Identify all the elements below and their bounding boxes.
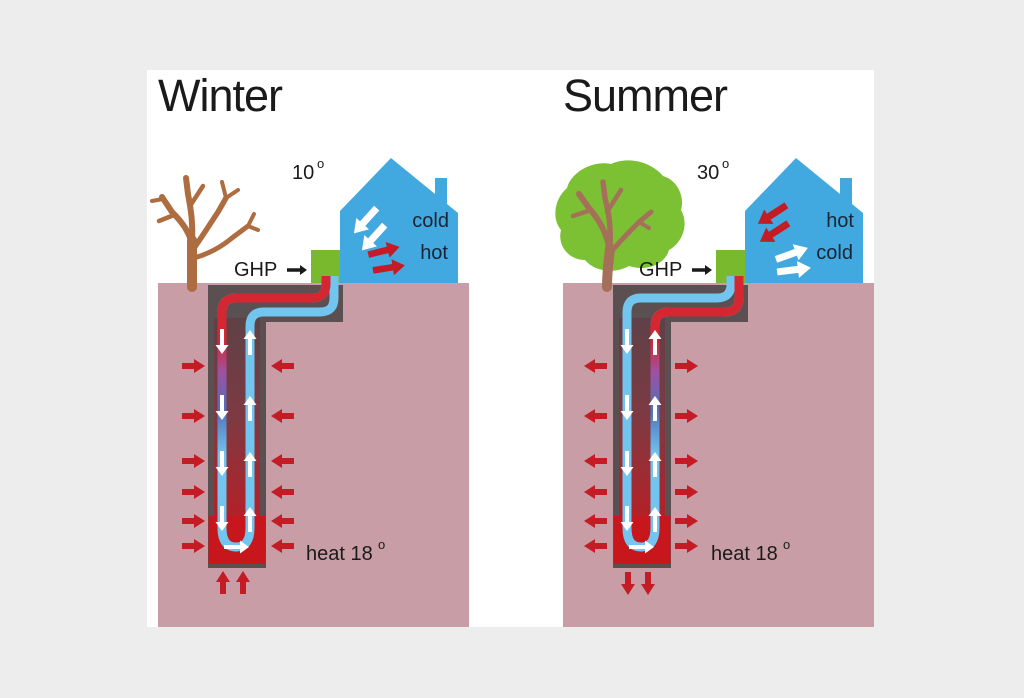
panel-title: Winter (158, 70, 283, 121)
panel-title: Summer (563, 70, 728, 121)
tree-canopy (555, 160, 685, 271)
ghp-pointer-arrow-icon (287, 265, 307, 275)
ghp-pointer-arrow-icon (692, 265, 712, 275)
summer-scene: 30 o GHP hot cold heat 18 o (555, 156, 874, 627)
ground-heat-degree: o (378, 537, 385, 552)
outdoor-temp-degree: o (722, 156, 729, 171)
house-air-bottom-label: cold (816, 242, 853, 264)
loop-pipe-hot-segment (217, 276, 331, 462)
outdoor-temp-label: 30 (697, 162, 719, 184)
house-air-top-label: cold (412, 210, 449, 232)
leafy-tree (555, 160, 685, 292)
outdoor-temp-degree: o (317, 156, 324, 171)
ghp-label: GHP (639, 259, 682, 281)
ground (563, 283, 874, 627)
ground (158, 283, 469, 627)
bare-tree (150, 175, 260, 292)
ghp-label: GHP (234, 259, 277, 281)
summer-panel: Summer (553, 70, 883, 627)
house-air-top-label: hot (826, 210, 854, 232)
winter-panel: Winter (148, 70, 478, 627)
outdoor-temp-label: 10 (292, 162, 314, 184)
ground-heat-degree: o (783, 537, 790, 552)
winter-scene: 10 o GHP cold hot heat 18 o (150, 156, 469, 627)
house (745, 158, 863, 283)
ground-heat-label: heat 18 (306, 543, 373, 565)
loop-pipe-hot-segment (650, 276, 744, 462)
tree-branches (570, 179, 654, 292)
ground-heat-label: heat 18 (711, 543, 778, 565)
diagram-canvas: Winter (147, 70, 874, 627)
house-air-bottom-label: hot (420, 242, 448, 264)
